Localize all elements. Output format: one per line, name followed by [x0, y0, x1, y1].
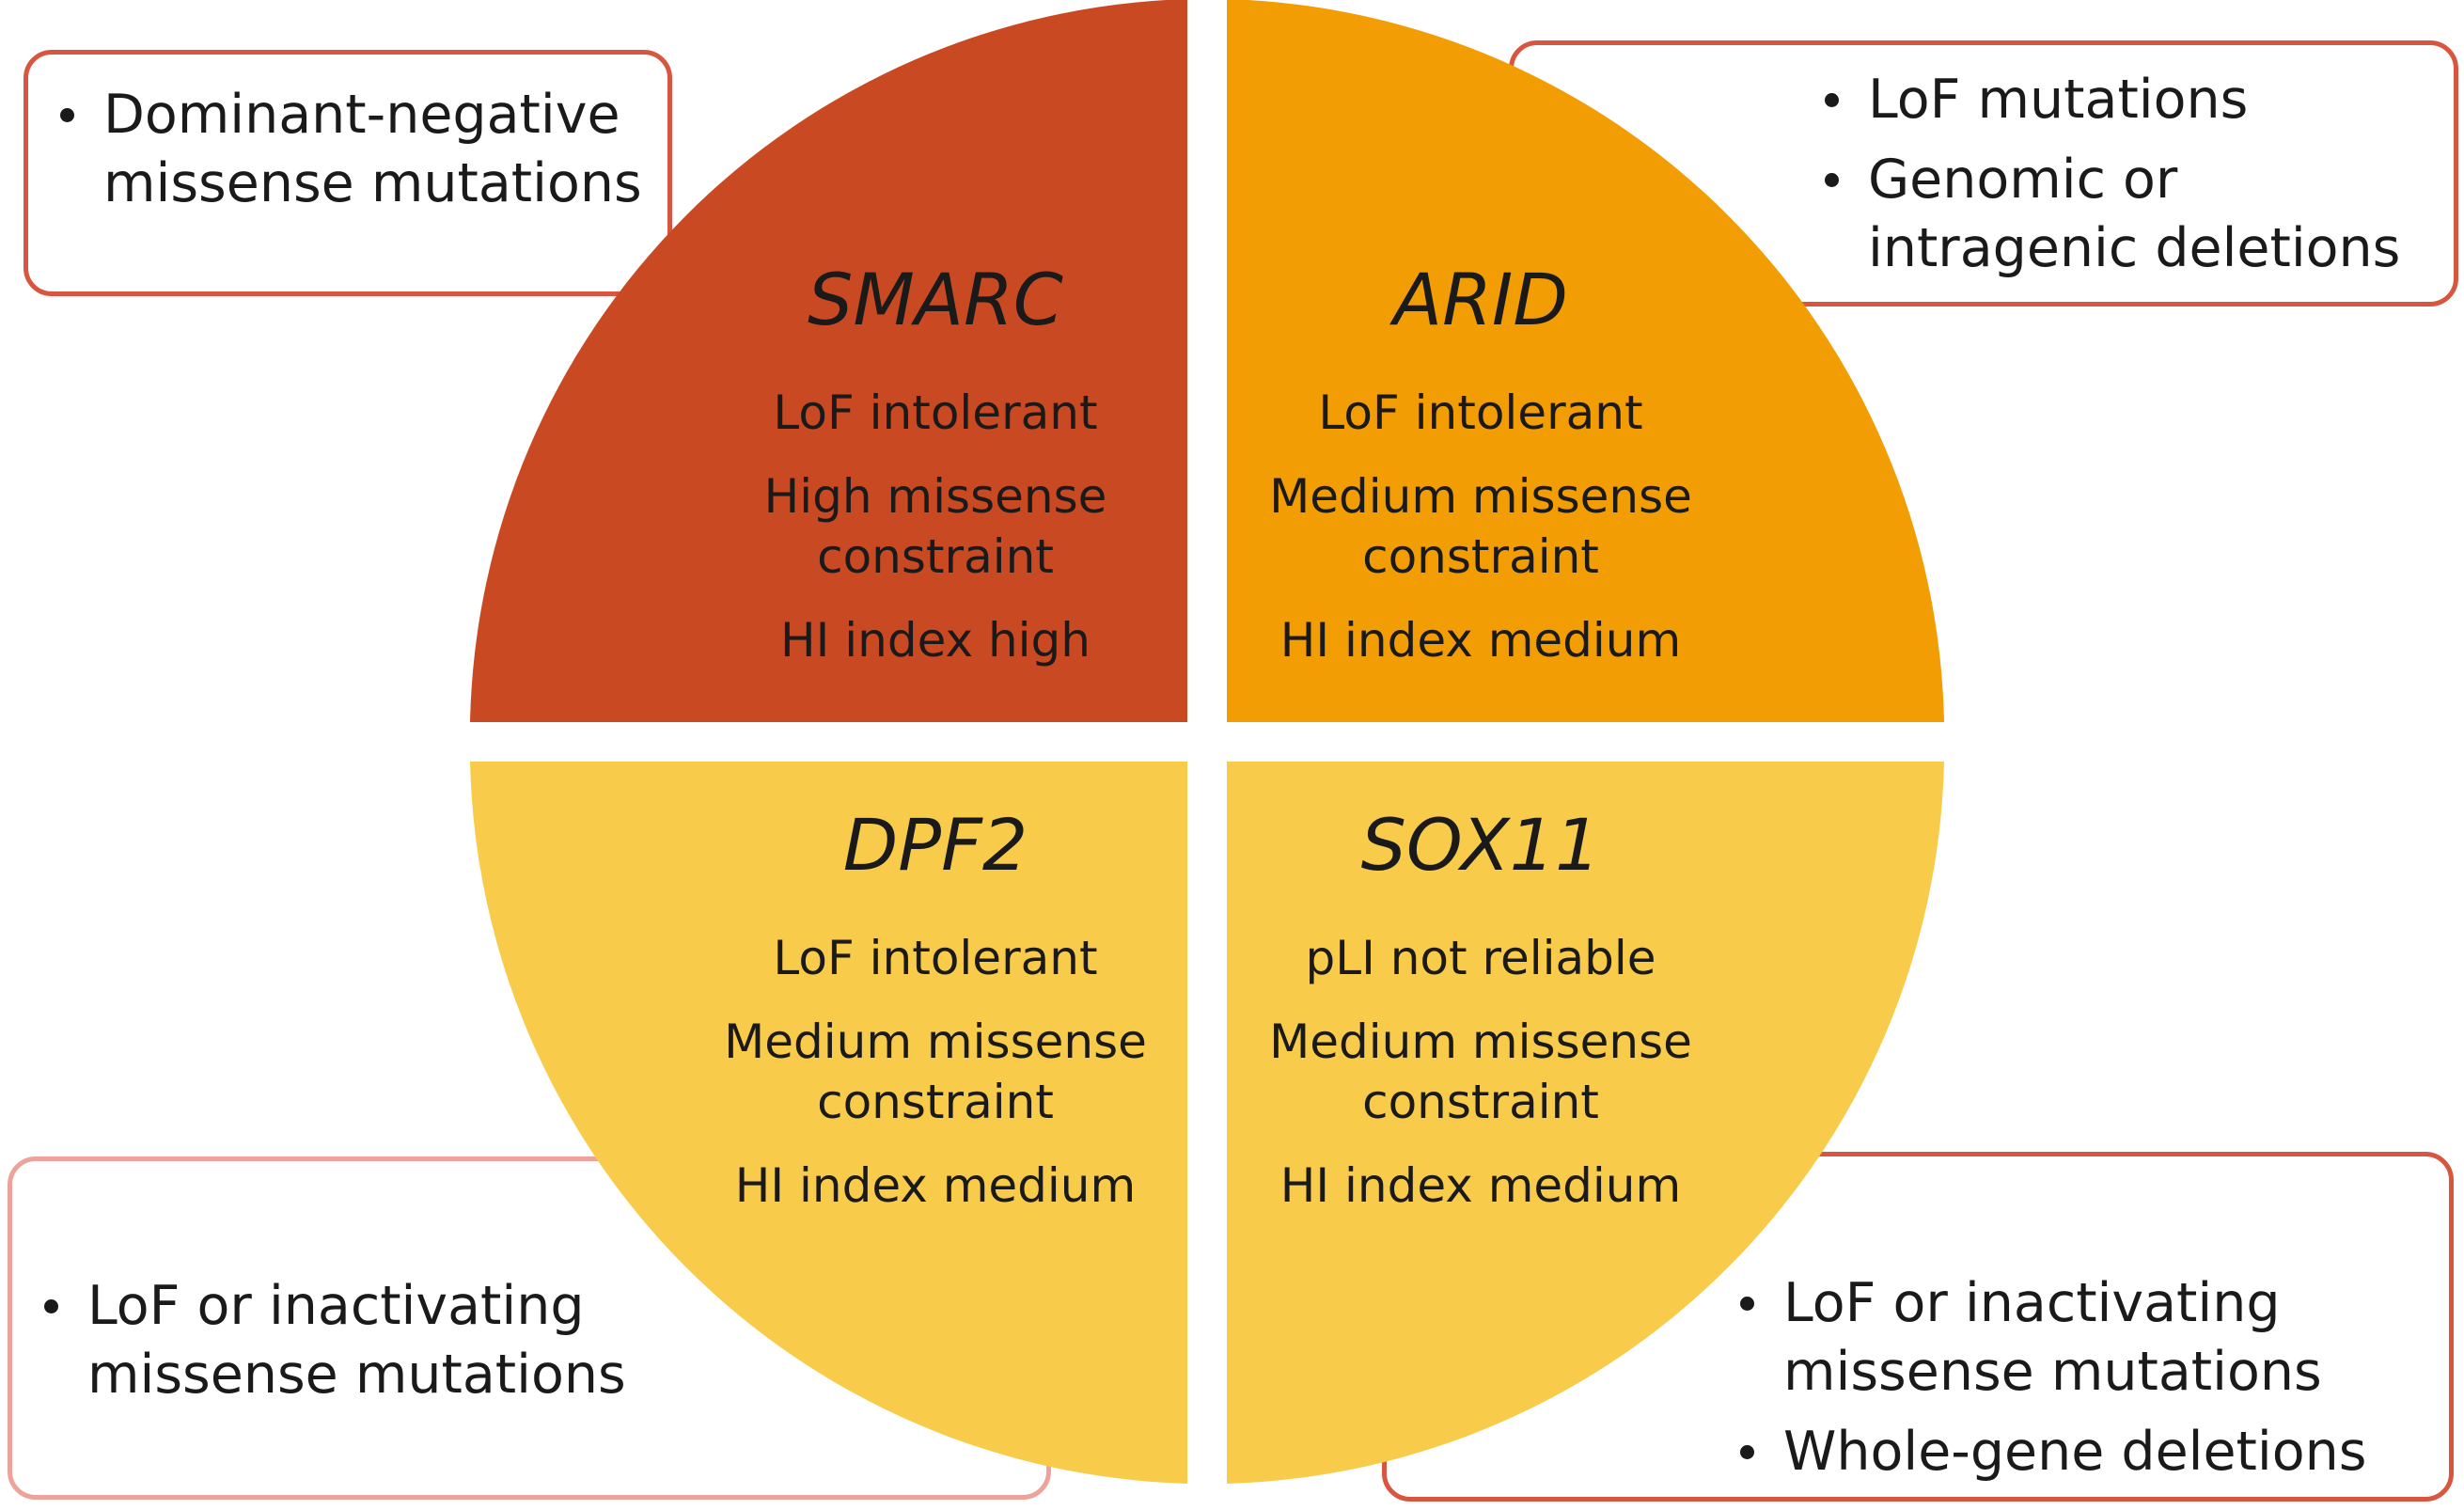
- quadrant-line: HI index medium: [1280, 613, 1681, 668]
- quadrant-line: HI index medium: [735, 1158, 1136, 1213]
- quadrant-line: LoF intolerant: [1318, 385, 1642, 440]
- quadrant-title-arid: ARID: [1389, 258, 1568, 341]
- bullet-item: LoF or inactivating missense mutations: [39, 1272, 633, 1409]
- quadrant-line: HI index high: [780, 613, 1091, 668]
- quadrant-title-smarc: SMARC: [808, 258, 1063, 341]
- quadrant-sox11: [1227, 762, 1944, 1484]
- quadrant-line: constraint: [1362, 529, 1599, 584]
- quadrant-title-sox11: SOX11: [1361, 803, 1601, 887]
- quadrant-arid: [1227, 0, 1944, 722]
- quadrant-line: Medium missense: [724, 1015, 1147, 1069]
- quadrant-line: constraint: [817, 1075, 1054, 1129]
- quadrant-line: constraint: [817, 529, 1054, 584]
- bullet-item: LoF mutations: [1819, 66, 2435, 134]
- quadrant-line: HI index medium: [1280, 1158, 1681, 1213]
- bullet-item: LoF or inactivating missense mutations: [1734, 1269, 2385, 1407]
- bullet-item: Whole-gene deletions: [1734, 1418, 2430, 1486]
- quadrant-dpf2: [470, 762, 1187, 1484]
- quadrant-line: constraint: [1362, 1075, 1599, 1129]
- bullet-item: Dominant-negative missense mutations: [55, 81, 667, 218]
- quadrant-line: Medium missense: [1269, 1015, 1692, 1069]
- bullet-item: Genomic or intragenic deletions: [1819, 146, 2413, 283]
- quadrant-smarc: [470, 0, 1187, 722]
- quadrant-line: LoF intolerant: [773, 931, 1097, 985]
- quadrant-line: Medium missense: [1269, 469, 1692, 524]
- annotation-box-top-left: Dominant-negative missense mutations: [24, 50, 672, 296]
- quadrant-line: pLI not reliable: [1305, 931, 1656, 985]
- quadrant-line: LoF intolerant: [773, 385, 1097, 440]
- quadrant-title-dpf2: DPF2: [843, 803, 1028, 887]
- quadrant-line: High missense: [764, 469, 1107, 524]
